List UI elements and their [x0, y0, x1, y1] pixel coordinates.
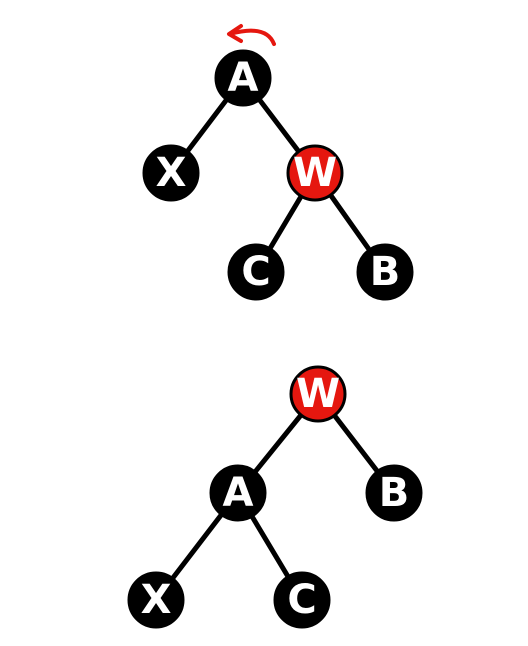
tree-node-w: W [289, 365, 347, 423]
node-circle [365, 464, 423, 522]
node-label: C [241, 249, 270, 295]
tree-node-a: A [214, 49, 272, 107]
node-circle [286, 144, 344, 202]
tree-node-c: C [273, 571, 331, 629]
node-circle [214, 49, 272, 107]
node-label: X [141, 577, 172, 623]
node-label: A [228, 55, 259, 101]
tree-node-c: C [227, 243, 285, 301]
node-circle [356, 243, 414, 301]
node-circle [227, 243, 285, 301]
node-circle [209, 464, 267, 522]
tree-node-x: X [142, 144, 200, 202]
node-label: W [296, 371, 340, 417]
node-label: A [223, 470, 254, 516]
node-label: W [293, 150, 337, 196]
tree-node-b: B [356, 243, 414, 301]
before-tree: A X W C B [142, 24, 414, 301]
node-label: X [156, 150, 187, 196]
node-circle [289, 365, 347, 423]
tree-node-b: B [365, 464, 423, 522]
node-label: C [287, 577, 316, 623]
node-label: B [370, 249, 401, 295]
tree-node-x: X [127, 571, 185, 629]
tree-node-a: A [209, 464, 267, 522]
node-circle [127, 571, 185, 629]
node-circle [273, 571, 331, 629]
counterclockwise-arrow-icon [227, 24, 276, 46]
tree-node-w: W [286, 144, 344, 202]
after-tree: W A B X C [127, 365, 423, 629]
node-circle [142, 144, 200, 202]
node-label: B [379, 470, 410, 516]
